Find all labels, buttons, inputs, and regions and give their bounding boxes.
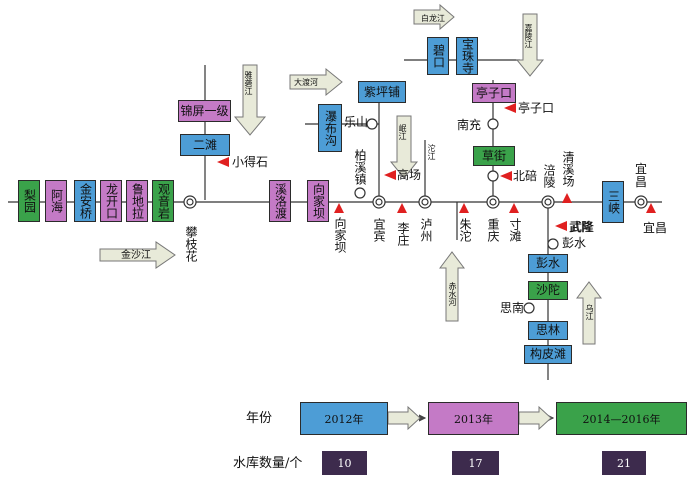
river-chishui-label: 赤水河 (448, 282, 457, 306)
river-wu-label: 乌江 (585, 304, 594, 320)
hydro-zhutuo-label: 朱沱 (458, 218, 472, 242)
hydro-pengshui-label: 彭水 (562, 236, 587, 250)
station-pengshui (547, 238, 559, 250)
reservoir-goupitan: 构皮滩 (524, 345, 572, 364)
marker-xiaodeshi (217, 157, 229, 167)
hydro-beibei-label: 北碚 (513, 169, 538, 183)
timeline-year-label: 年份 (246, 411, 273, 426)
hydro-qingxichang-label: 清溪场 (561, 151, 575, 187)
hydro-wulong-label: 武隆 (569, 220, 594, 234)
marker-lizhuang (397, 203, 407, 213)
marker-gaochang (384, 170, 396, 180)
hydro-beixizhen-label: 柏溪镇 (353, 149, 367, 185)
reservoir-longkaikou: 龙开口 (100, 180, 122, 222)
reservoir-three-gorges: 三峡 (602, 181, 624, 223)
reservoir-zipingpu: 紫坪铺 (358, 81, 406, 103)
count-2013: 17 (452, 451, 499, 475)
river-jinsha-label: 金沙江 (121, 250, 151, 261)
reservoir-liyuan: 梨园 (18, 180, 40, 222)
reservoir-xiangjiaba: 向家坝 (307, 180, 329, 222)
station-chongqing-label: 重庆 (486, 218, 500, 242)
reservoir-silin: 思林 (528, 321, 568, 340)
marker-tingzikou (504, 103, 516, 113)
station-luzhou-label: 泸州 (419, 218, 433, 242)
station-beixizhen (354, 187, 366, 199)
station-yichang (634, 195, 648, 209)
hydro-yichang-label: 宜昌 (643, 221, 668, 235)
reservoir-tingzikou: 亭子口 (472, 83, 516, 103)
station-wulong-label: 武隆 (570, 220, 595, 234)
hydro-lizhuang-label: 李庄 (396, 222, 410, 246)
reservoir-bikou: 碧口 (427, 37, 449, 75)
station-sinan-label: 思南 (500, 301, 525, 315)
count-2014-2016: 21 (602, 451, 646, 475)
river-tuo-label: 沱江 (427, 144, 436, 160)
station-panzhihua (183, 195, 197, 209)
river-dadu-label: 大渡河 (294, 78, 318, 87)
timeline-flow-arrow-2 (518, 405, 552, 431)
reservoir-pengshui: 彭水 (528, 254, 568, 273)
station-leshan (366, 118, 378, 130)
reservoir-guanyinyan: 观音岩 (152, 180, 174, 222)
river-bailong-label: 白龙江 (421, 14, 445, 23)
station-yibin-label: 宜宾 (372, 218, 386, 242)
timeline-flow-arrow-1 (387, 405, 421, 431)
station-yibin (372, 195, 386, 209)
wu-flow-arrow (576, 281, 602, 345)
river-yalong-label: 雅砻江 (244, 71, 253, 95)
marker-qingxichang (562, 193, 572, 203)
river-min-label: 岷江 (398, 124, 407, 140)
count-2012: 10 (322, 451, 367, 475)
station-chongqing (486, 195, 500, 209)
marker-yichang (646, 203, 656, 213)
station-nanchong-label: 南充 (457, 118, 482, 132)
jialing-flow-arrow (515, 13, 545, 77)
timeline-count-label: 水库数量/个 (233, 456, 303, 471)
hydro-xiangjiaba-label: 向家坝 (333, 217, 347, 253)
reservoir-jinanqiao: 金安桥 (74, 180, 96, 222)
yalong-flow-arrow (233, 64, 267, 136)
reservoir-jinpingyiji: 锦屏一级 (178, 100, 231, 122)
hydro-xiaodeshi-label: 小得石 (232, 155, 269, 169)
station-caojie-out (487, 170, 499, 182)
marker-wulong (555, 221, 567, 231)
reservoir-ahai: 阿海 (45, 180, 67, 222)
reservoir-shatuo: 沙陀 (528, 281, 568, 300)
station-sinan (523, 302, 535, 314)
station-panzhihua-label: 攀枝花 (184, 226, 198, 262)
bailong-flow-arrow (413, 3, 455, 31)
station-fuling (541, 195, 555, 209)
reservoir-ludila: 鲁地拉 (126, 180, 148, 222)
reservoir-baozhusi: 宝珠寺 (456, 37, 478, 75)
timeline-period-2012: 2012年 (300, 402, 388, 435)
reservoir-ertan: 二滩 (180, 134, 230, 156)
chishui-flow-arrow (439, 251, 465, 322)
marker-beibei (500, 171, 512, 181)
reservoir-caojie: 草街 (473, 146, 515, 166)
marker-cuntan (509, 203, 519, 213)
min-flow-arrow (389, 115, 419, 179)
hydro-tingzikou-label: 亭子口 (518, 101, 555, 115)
dadu-flow-arrow (289, 67, 343, 97)
station-yichang-label: 宜昌 (635, 162, 648, 189)
river-jialing-label: 嘉陵江 (524, 24, 533, 48)
station-nanchong (487, 118, 499, 130)
timeline-period-2014-2016: 2014—2016年 (556, 402, 687, 435)
jinsha-flow-arrow (99, 241, 176, 269)
reservoir-xiluodu: 溪洛渡 (269, 180, 291, 222)
station-luzhou (418, 195, 432, 209)
station-fuling-label: 涪陵 (542, 164, 556, 188)
marker-xiangjiaba (334, 203, 344, 213)
timeline-period-2013: 2013年 (428, 402, 519, 435)
hydro-cuntan-label: 寸滩 (508, 218, 522, 242)
marker-zhutuo (459, 203, 469, 213)
station-leshan-label: 乐山 (344, 115, 369, 129)
hydro-gaochang-label: 高场 (397, 168, 422, 182)
reservoir-pubugou: 瀑布沟 (318, 104, 342, 152)
